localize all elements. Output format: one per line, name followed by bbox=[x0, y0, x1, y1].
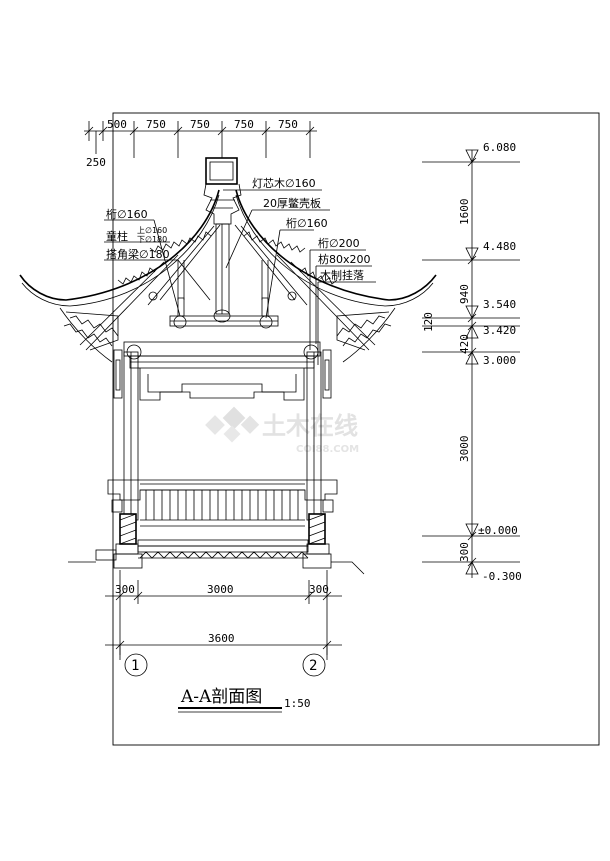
wall-base-left bbox=[115, 513, 139, 555]
elevation-label: ±0.000 bbox=[478, 524, 518, 537]
watermark-subtext: COI88.COM bbox=[296, 444, 359, 455]
elevation-dim: 420 bbox=[458, 334, 471, 354]
elevation-dim: 940 bbox=[458, 284, 471, 304]
elevation-dim: 120 bbox=[422, 312, 435, 332]
top-dim-label: 750 bbox=[146, 118, 166, 131]
drawing-scale: 1:50 bbox=[284, 697, 311, 710]
label-bie-ke-ban: 20厚鳖壳板 bbox=[263, 196, 321, 210]
elevation-label: 6.080 bbox=[483, 141, 516, 154]
top-dim-label: 750 bbox=[234, 118, 254, 131]
purlins bbox=[126, 291, 319, 360]
top-dim-label: 750 bbox=[190, 118, 210, 131]
rafters-right bbox=[234, 224, 392, 351]
axis-label: 1 bbox=[131, 658, 139, 674]
elevation-label: 4.480 bbox=[483, 240, 516, 253]
bottom-dim-right-wall: 300 bbox=[309, 583, 329, 596]
ground-line bbox=[68, 561, 365, 575]
pavilion-section bbox=[19, 157, 437, 575]
bottom-dimension-chain: 300 3000 300 3600 bbox=[105, 570, 342, 660]
label-tong-zhu-up: 上∅160 bbox=[137, 226, 167, 235]
elevation-label: 3.540 bbox=[483, 298, 516, 311]
column-right bbox=[306, 349, 332, 521]
bottom-dim-left-wall: 300 bbox=[115, 583, 135, 596]
watermark: 土木在线 COI88.COM bbox=[205, 406, 359, 455]
column-left bbox=[113, 349, 139, 521]
watermark-text: 土木在线 bbox=[262, 412, 358, 440]
bottom-dim-total: 3600 bbox=[208, 632, 235, 645]
railing bbox=[107, 479, 338, 527]
top-dimension-chain: 500 750 750 750 750 250 bbox=[84, 118, 317, 169]
rafters-left bbox=[63, 224, 221, 351]
roof-outer-right bbox=[235, 189, 437, 301]
label-tong-zhu: 童柱 bbox=[106, 229, 128, 243]
elevation-chain: 6.080 4.480 3.540 3.420 3.000 ±0.000 -0.… bbox=[422, 141, 522, 583]
roof-outer-left bbox=[19, 189, 220, 301]
elevation-dim: 1600 bbox=[458, 199, 471, 226]
label-fang: 枋80x200 bbox=[318, 252, 371, 266]
elevation-label: 3.000 bbox=[483, 354, 516, 367]
drawing-title-block: A-A剖面图 1:50 bbox=[178, 687, 311, 713]
drawing-title: A-A剖面图 bbox=[180, 687, 262, 707]
label-da-jiao-liang: 搭角梁∅180 bbox=[106, 247, 170, 261]
axis-marker-1: 1 bbox=[119, 645, 148, 677]
label-gua-luo: 木制挂落 bbox=[320, 268, 364, 282]
lantern-king-post bbox=[203, 157, 242, 323]
elevation-label: 3.420 bbox=[483, 324, 516, 337]
annotations: 灯芯木∅160 20厚鳖壳板 桁∅160 桁∅160 童柱 上∅160 下∅18… bbox=[104, 176, 376, 365]
top-dim-label: 750 bbox=[278, 118, 298, 131]
label-deng-xin-mu: 灯芯木∅160 bbox=[252, 176, 316, 190]
elevation-dim: 300 bbox=[458, 542, 471, 562]
label-tong-zhu-down: 下∅180 bbox=[137, 235, 167, 244]
top-dim-extra: 250 bbox=[86, 156, 106, 169]
wall-base-right bbox=[306, 513, 330, 555]
label-heng-right: 桁∅160 bbox=[286, 216, 328, 230]
tie-beam bbox=[123, 341, 321, 401]
axis-label: 2 bbox=[309, 658, 317, 674]
eave-right bbox=[342, 307, 396, 363]
watermark-logo-icon bbox=[205, 406, 260, 443]
floor-slab bbox=[95, 539, 332, 569]
elevation-dim: 3000 bbox=[458, 436, 471, 463]
label-heng-200: 桁∅200 bbox=[318, 236, 360, 250]
label-heng-left: 桁∅160 bbox=[106, 207, 148, 221]
corner-beam bbox=[169, 260, 279, 327]
drawing-frame bbox=[112, 112, 600, 746]
top-dim-label: 500 bbox=[107, 118, 127, 131]
eave-left bbox=[59, 307, 113, 363]
elevation-label: -0.300 bbox=[482, 570, 522, 583]
axis-marker-2: 2 bbox=[302, 645, 328, 677]
bottom-dim-span: 3000 bbox=[207, 583, 234, 596]
